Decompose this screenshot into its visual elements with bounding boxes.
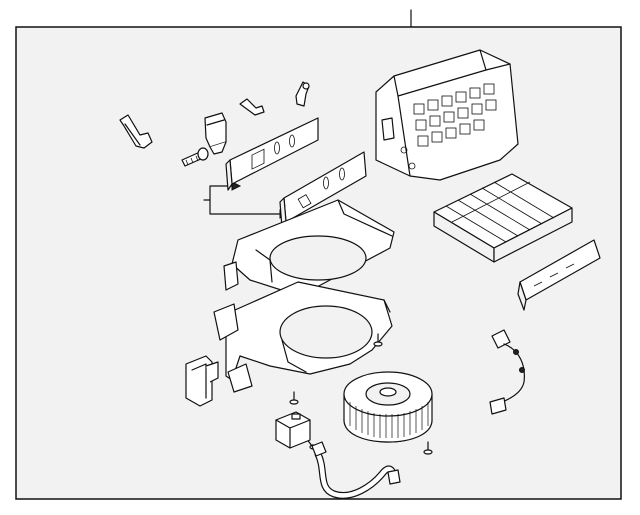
wiring-harness [489,329,525,415]
evaporator-grille [413,83,497,147]
blower-motor-fan [343,371,433,443]
evaporator-case [375,49,519,181]
upper-intake-housing [223,199,395,297]
screw-small [423,441,433,455]
filter-door-upper [225,117,319,191]
filter-cover [517,239,601,311]
blower-case [213,281,393,393]
clip-small [239,98,265,116]
screw-small [373,333,383,347]
blower-resistor [185,355,219,407]
clip-hook [295,81,310,107]
mounting-bracket [119,114,153,149]
drain-hose [311,441,401,499]
screw [181,147,209,167]
cabin-air-filter [433,173,573,263]
filter-door-lower [279,151,367,229]
actuator [204,112,227,155]
control-module [275,411,311,449]
screw-small [289,391,299,405]
